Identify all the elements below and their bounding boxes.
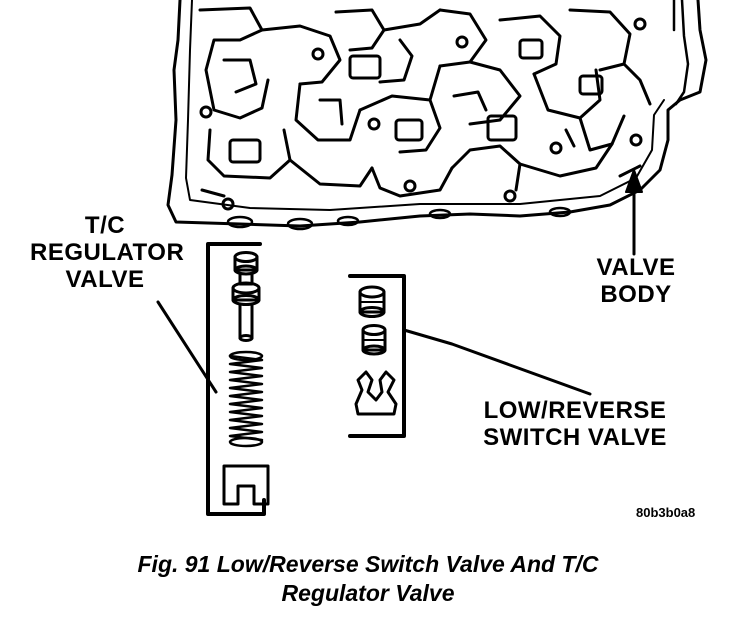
label-tc-line2: REGULATOR bbox=[30, 239, 185, 266]
valve-body-arrowhead bbox=[625, 169, 643, 193]
label-valve-body-line2: BODY bbox=[600, 281, 672, 308]
label-valve-body-line1: VALVE bbox=[596, 254, 676, 281]
label-low-reverse-line2: SWITCH VALVE bbox=[483, 424, 667, 451]
figure-caption: Fig. 91 Low/Reverse Switch Valve And T/C… bbox=[0, 550, 736, 608]
label-low-reverse-line1: LOW/REVERSE bbox=[483, 397, 667, 424]
figure-id: 80b3b0a8 bbox=[636, 505, 696, 520]
valve-body-illustration bbox=[166, 0, 708, 231]
tc-regulator-valve-group bbox=[206, 242, 270, 516]
label-tc-line1: T/C bbox=[84, 212, 126, 239]
caption-line1: Fig. 91 Low/Reverse Switch Valve And T/C bbox=[137, 551, 599, 577]
leader-tc-regulator bbox=[156, 300, 218, 394]
leader-low-reverse bbox=[402, 328, 592, 396]
low-reverse-switch-valve-group bbox=[348, 274, 406, 438]
label-low-reverse-switch-valve: LOW/REVERSE SWITCH VALVE bbox=[460, 397, 690, 451]
label-tc-line3: VALVE bbox=[65, 266, 145, 293]
caption-line2: Regulator Valve bbox=[281, 580, 455, 606]
label-tc-regulator-valve: T/C REGULATOR VALVE bbox=[30, 212, 185, 293]
label-valve-body: VALVE BODY bbox=[586, 254, 686, 308]
